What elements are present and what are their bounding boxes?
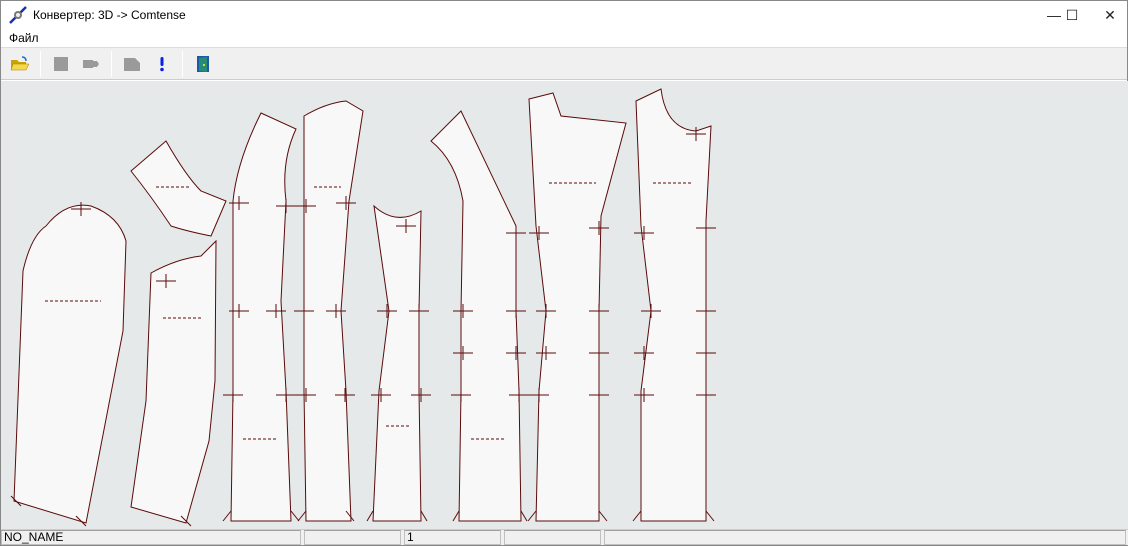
convert-button[interactable] xyxy=(78,51,104,77)
exit-door-icon xyxy=(197,55,209,72)
notch-marks xyxy=(10,127,716,527)
maximize-button[interactable]: ☐ xyxy=(1065,6,1079,23)
open-folder-icon xyxy=(10,55,30,70)
toolbar-separator xyxy=(182,50,183,77)
status-page-number: 1 xyxy=(404,530,501,545)
window-title: Конвертер: 3D -> Comtense xyxy=(33,8,186,22)
open-button[interactable] xyxy=(7,51,33,77)
status-panel-5 xyxy=(604,530,1126,545)
menu-file[interactable]: Файл xyxy=(9,31,39,45)
check-button[interactable] xyxy=(149,51,175,77)
status-file-name: NO_NAME xyxy=(1,530,301,545)
title-bar: Конвертер: 3D -> Comtense xyxy=(1,1,1127,29)
close-button[interactable]: ✕ xyxy=(1104,6,1116,23)
stop-button[interactable] xyxy=(48,51,74,77)
pattern-piece-side[interactable] xyxy=(372,204,422,522)
toolbar-separator xyxy=(111,50,112,77)
toolbar xyxy=(1,47,1127,80)
export-button[interactable] xyxy=(119,51,145,77)
stop-icon xyxy=(54,56,68,71)
status-panel-4 xyxy=(504,530,601,545)
export-icon xyxy=(124,57,140,71)
exit-button[interactable] xyxy=(190,51,216,77)
minimize-button[interactable]: — xyxy=(1047,7,1061,23)
pattern-canvas[interactable] xyxy=(1,81,1128,531)
pattern-piece-front-2[interactable] xyxy=(635,88,712,522)
pattern-piece-collar[interactable] xyxy=(130,140,227,237)
pattern-piece-back[interactable] xyxy=(230,112,297,522)
pattern-pieces xyxy=(10,88,716,527)
toolbar-separator xyxy=(40,50,41,77)
status-panel-2 xyxy=(304,530,401,545)
app-plug-icon xyxy=(9,6,27,24)
menu-bar: Файл xyxy=(1,29,1127,47)
pattern-piece-undersleeve[interactable] xyxy=(130,239,217,524)
pattern-piece-sleeve[interactable] xyxy=(13,204,127,524)
exclamation-icon xyxy=(160,56,164,71)
pattern-piece-front-side[interactable] xyxy=(430,110,522,522)
status-bar: NO_NAME 1 xyxy=(1,529,1128,545)
pattern-piece-front[interactable] xyxy=(528,92,627,522)
convert-icon xyxy=(83,59,99,68)
